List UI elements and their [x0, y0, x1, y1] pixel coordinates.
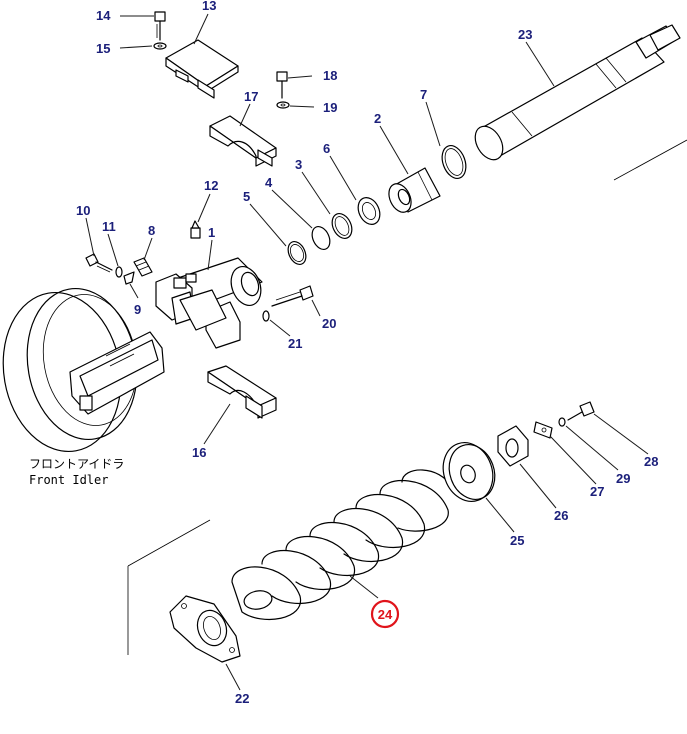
- front-idler-label-jp: フロントアイドラ: [29, 457, 124, 471]
- clip-9: [123, 271, 135, 285]
- lock-plate-27: [533, 421, 553, 439]
- cylinder-23: [474, 24, 681, 161]
- callout-19: 19: [323, 100, 337, 115]
- seal-6: [357, 197, 381, 225]
- guard-plate-13: [165, 39, 239, 99]
- front-idler: [2, 287, 165, 453]
- callout-28: 28: [644, 454, 658, 469]
- ring-4: [311, 226, 331, 250]
- washer-19: [276, 101, 290, 109]
- snap-ring-5: [287, 241, 307, 265]
- front-idler-caption: フロントアイドラ Front Idler: [29, 457, 124, 487]
- bolt-28: [567, 401, 595, 421]
- callout-11: 11: [102, 219, 116, 234]
- callout-17: 17: [244, 89, 258, 104]
- callout-29: 29: [616, 471, 630, 486]
- callout-22: 22: [235, 691, 249, 706]
- yoke-1: [155, 257, 263, 349]
- callout-18: 18: [323, 68, 337, 83]
- spacer-25: [442, 442, 496, 502]
- callout-13: 13: [202, 0, 216, 13]
- holder-22: [169, 595, 241, 663]
- callout-8: 8: [148, 223, 155, 238]
- callout-27: 27: [590, 484, 604, 499]
- bolt-14: [154, 11, 166, 41]
- callout-23: 23: [518, 27, 532, 42]
- bracket-16: [207, 365, 277, 419]
- leader-lines: [85, 13, 649, 691]
- callout-3: 3: [295, 157, 302, 172]
- ring-7: [441, 144, 467, 180]
- bolt-10: [85, 253, 113, 273]
- grease-valve-8: [133, 257, 153, 277]
- callout-16: 16: [192, 445, 206, 460]
- grease-fitting-12: [190, 220, 201, 239]
- callout-numbers: 14 13 15 18 19 17 23 7 2 6 3 4 5 12 10 1…: [76, 0, 658, 706]
- callout-24: 24: [378, 607, 393, 622]
- callout-10: 10: [76, 203, 90, 218]
- washer-29: [558, 417, 566, 427]
- bracket-cap-17: [209, 115, 277, 167]
- callout-14: 14: [96, 8, 111, 23]
- recoil-spring-24: [231, 469, 453, 620]
- washer-21: [262, 310, 270, 322]
- callout-2: 2: [374, 111, 381, 126]
- bolt-20: [271, 285, 314, 307]
- spring-frame-lines: [127, 139, 687, 655]
- callout-24-highlight: 24: [370, 599, 400, 629]
- callout-1: 1: [208, 225, 215, 240]
- callout-21: 21: [288, 336, 302, 351]
- callout-7: 7: [420, 87, 427, 102]
- nut-26: [497, 425, 529, 467]
- ring-3: [331, 213, 353, 239]
- washer-11: [115, 266, 123, 278]
- callout-15: 15: [96, 41, 110, 56]
- bolt-18: [276, 71, 288, 99]
- callout-9: 9: [134, 302, 141, 317]
- callout-20: 20: [322, 316, 336, 331]
- front-idler-label-en: Front Idler: [29, 473, 108, 487]
- callout-5: 5: [243, 189, 250, 204]
- washer-15: [153, 42, 167, 50]
- piston-2: [388, 167, 441, 213]
- callout-12: 12: [204, 178, 218, 193]
- callout-4: 4: [265, 175, 273, 190]
- callout-26: 26: [554, 508, 568, 523]
- callout-6: 6: [323, 141, 330, 156]
- callout-25: 25: [510, 533, 524, 548]
